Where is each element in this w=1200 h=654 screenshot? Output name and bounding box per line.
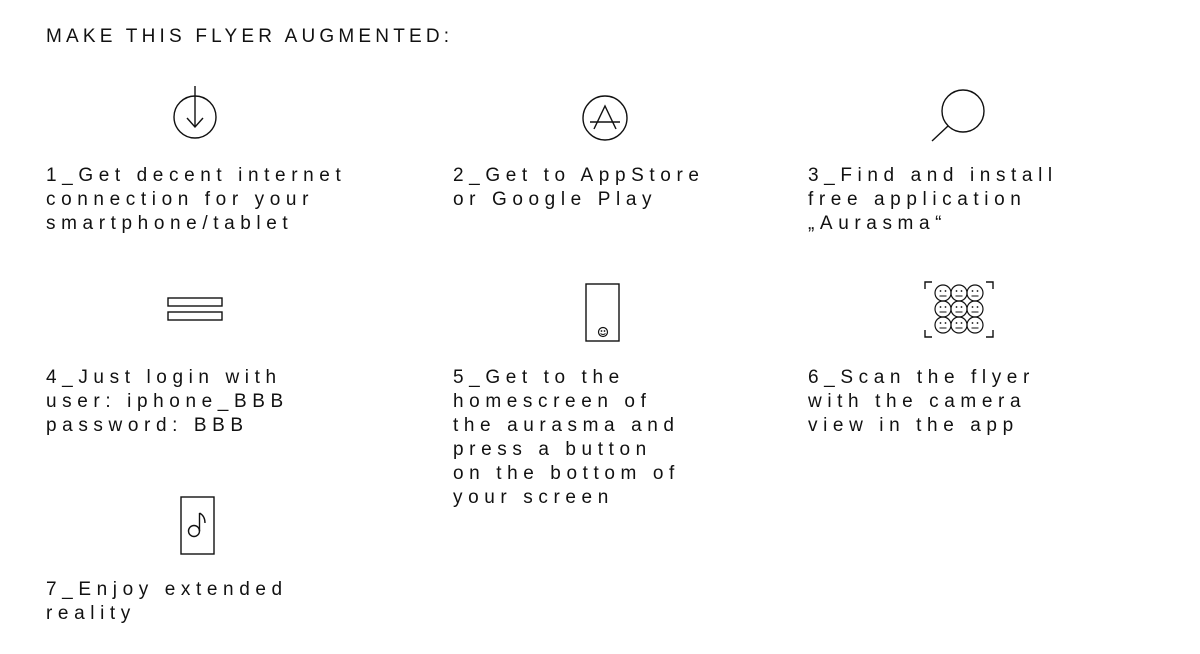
step-7-text: 7_Enjoy extended reality [46, 579, 288, 624]
step-5-text: 5_Get to the homescreen of the aurasma a… [453, 367, 680, 508]
music-note-icon [180, 496, 216, 556]
menu-icon [166, 296, 224, 324]
step-2-text: 2_Get to AppStore or Google Play [453, 165, 705, 210]
app-store-icon [581, 94, 629, 142]
step-1-text: 1_Get decent internet connection for you… [46, 165, 347, 234]
flyer-title: MAKE THIS FLYER AUGMENTED: [46, 26, 454, 47]
download-icon [172, 86, 218, 140]
scan-faces-icon [922, 279, 996, 341]
step-3-text: 3_Find and install free application „Aur… [808, 165, 1058, 234]
step-4-text: 4_Just login with user: iphone_BBB passw… [46, 367, 289, 436]
search-icon [930, 88, 988, 144]
phone-icon [585, 283, 621, 343]
step-6-text: 6_Scan the flyer with the camera view in… [808, 367, 1035, 436]
